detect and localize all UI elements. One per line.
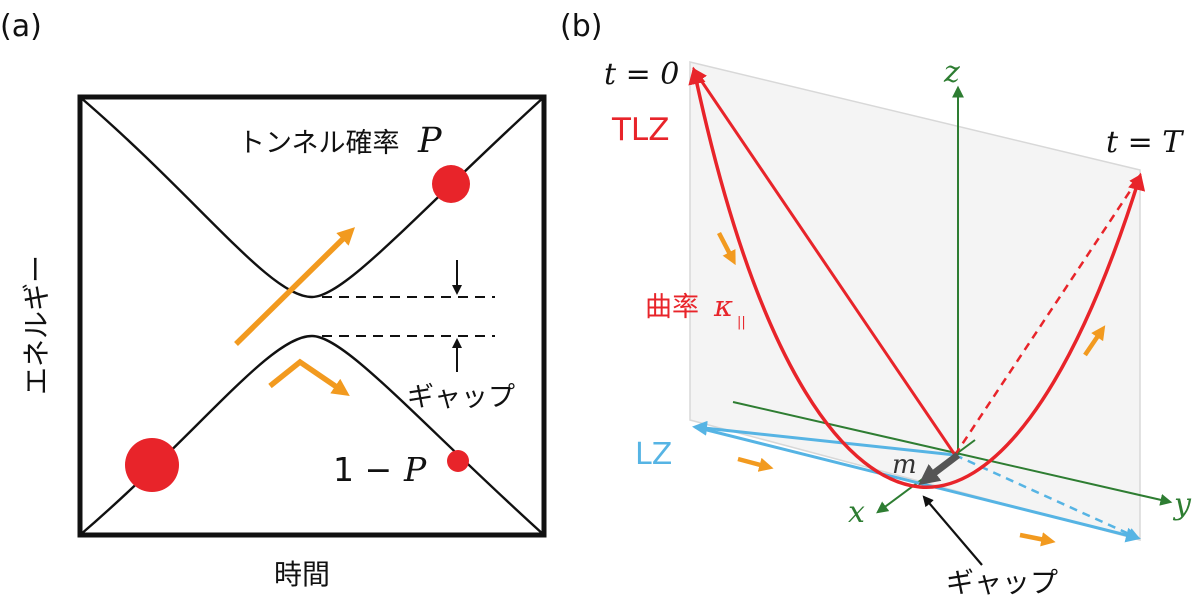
gap-pointer-arrow (922, 495, 983, 566)
adiabatic-arrow (268, 358, 350, 396)
curvature-label: 曲率 (645, 292, 699, 323)
m-label: m (892, 450, 917, 480)
tunnel-population-dot (432, 165, 470, 203)
panel-b-label: (b) (560, 9, 602, 44)
tT-label: t = T (1106, 125, 1184, 160)
tlz-initial-vector (692, 67, 957, 456)
lz-final-vector-dashed (954, 453, 1141, 540)
tlz-trajectory-end-head (1128, 172, 1146, 192)
gap-label-a: ギャップ (407, 382, 515, 413)
remain-population-dot (447, 450, 469, 472)
tlz-trajectory (692, 69, 1142, 489)
tlz-direction-arrow-2 (1083, 325, 1106, 357)
tlz-label: TLZ (611, 112, 669, 148)
curvature-subscript: || (737, 315, 746, 330)
tlz-trajectory-start-head (688, 66, 706, 86)
y-axis-label-b: y (1172, 487, 1192, 522)
gap-label-b: ギャップ (946, 566, 1058, 599)
tlz-direction-arrow-1 (717, 231, 736, 266)
lz-direction-arrow-1 (737, 456, 774, 472)
x-axis-label-b: x (848, 495, 865, 530)
m-vector (918, 452, 961, 486)
initial-population-dot (125, 438, 179, 492)
lower-energy-curve (79, 334, 545, 536)
tunneling-arrow (234, 227, 356, 346)
t0-label: t = 0 (604, 57, 679, 92)
lz-direction-arrow-2 (1019, 532, 1056, 547)
lz-path (694, 425, 1141, 543)
x-axis-label: 時間 (274, 558, 330, 591)
y-axis-label: エネルギー (20, 255, 53, 395)
z-axis-label: z (943, 55, 960, 90)
tunnel-probability-label: トンネル確率 (238, 128, 399, 159)
lz-label: LZ (635, 437, 672, 472)
stay-probability-prefix: 1 − (333, 450, 392, 489)
panel-a-label: (a) (0, 9, 42, 44)
tunnel-probability-symbol: P (417, 121, 443, 161)
panel-a-frame (77, 94, 547, 538)
curvature-symbol: κ (713, 289, 733, 323)
lz-initial-vector (692, 420, 956, 457)
panel-a: (a) トンネル確率 P 1 − P ギャップ 時間 エネルギー (0, 9, 547, 591)
stay-probability-symbol: P (403, 450, 427, 489)
panel-b: (b) z y x m ギャップ t = 0 t = T T (560, 9, 1192, 599)
